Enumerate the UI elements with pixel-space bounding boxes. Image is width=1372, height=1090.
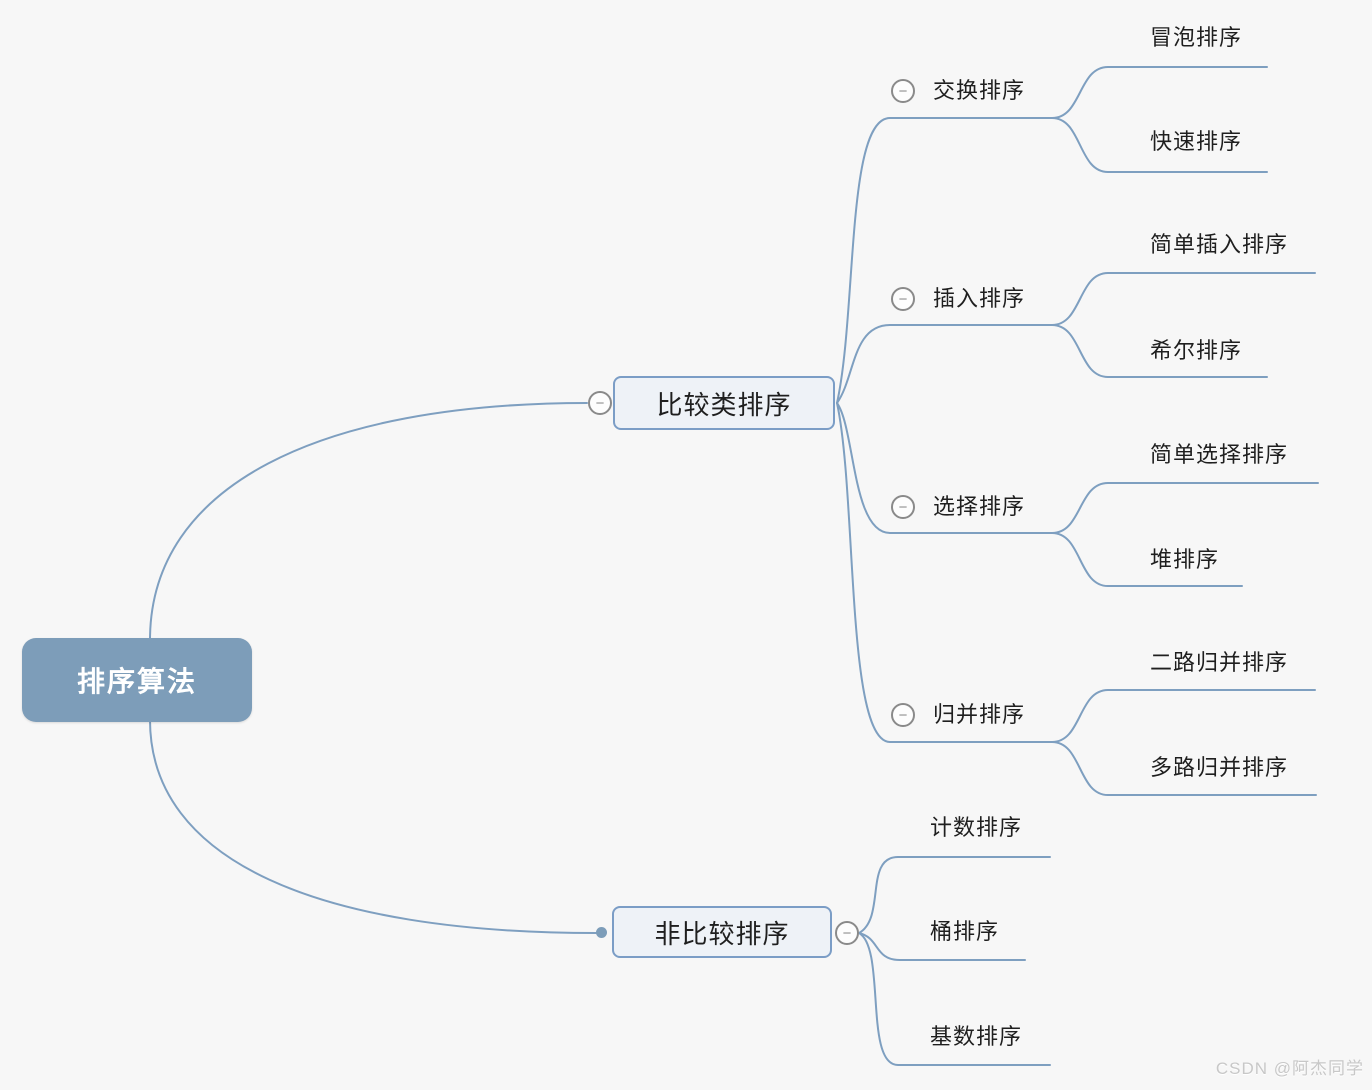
minus-glyph: − <box>595 394 605 412</box>
watermark-text: CSDN @阿杰同学 <box>1215 1059 1364 1078</box>
collapse-icon-noncomparison[interactable]: − <box>835 921 859 945</box>
collapse-icon-merge-sort[interactable]: − <box>891 703 915 727</box>
collapse-icon-insertion-sort[interactable]: − <box>891 287 915 311</box>
branch-connector-dot <box>596 927 607 938</box>
node-radix-sort[interactable]: 基数排序 <box>930 1024 1023 1049</box>
edge-noncomparison-to-radix <box>858 932 1051 1066</box>
collapse-icon-comparison[interactable]: − <box>588 391 612 415</box>
edge-root-to-comparison <box>149 402 588 641</box>
branch-node-label: 非比较排序 <box>654 918 790 949</box>
collapse-icon-exchange-sort[interactable]: − <box>891 79 915 103</box>
node-merge-sort[interactable]: 归并排序 <box>933 702 1026 727</box>
edge-merge-to-multiway <box>1051 741 1317 796</box>
edge-insertion-to-shell <box>1051 324 1268 378</box>
edge-exchange-to-quick <box>1051 117 1268 173</box>
node-multiway-merge-sort[interactable]: 多路归并排序 <box>1150 755 1289 780</box>
edge-noncomparison-to-bucket <box>858 932 1026 961</box>
node-simple-selection-sort[interactable]: 简单选择排序 <box>1150 442 1289 467</box>
edge-exchange-to-bubble <box>1051 66 1268 119</box>
node-selection-sort[interactable]: 选择排序 <box>933 494 1026 519</box>
node-shell-sort[interactable]: 希尔排序 <box>1150 338 1243 363</box>
branch-node-noncomparison-sort[interactable]: 非比较排序 <box>612 906 832 958</box>
node-simple-insertion-sort[interactable]: 简单插入排序 <box>1150 232 1289 257</box>
edge-noncomparison-to-counting <box>858 856 1051 934</box>
edge-root-to-noncomparison <box>149 719 597 934</box>
node-quick-sort[interactable]: 快速排序 <box>1150 129 1243 154</box>
edge-merge-to-twoway <box>1051 689 1316 743</box>
minus-glyph: − <box>898 290 908 308</box>
edge-selection-to-simple-select <box>1051 482 1319 534</box>
node-counting-sort[interactable]: 计数排序 <box>930 815 1023 840</box>
collapse-icon-selection-sort[interactable]: − <box>891 495 915 519</box>
minus-glyph: − <box>898 498 908 516</box>
minus-glyph: − <box>842 924 852 942</box>
minus-glyph: − <box>898 82 908 100</box>
node-bucket-sort[interactable]: 桶排序 <box>930 919 1000 944</box>
edge-insertion-to-simple-insert <box>1051 272 1316 326</box>
edge-comparison-to-insertion <box>836 324 1053 404</box>
edge-comparison-to-exchange <box>836 117 1053 404</box>
minus-glyph: − <box>898 706 908 724</box>
root-node-label: 排序算法 <box>76 666 197 697</box>
node-twoway-merge-sort[interactable]: 二路归并排序 <box>1150 650 1289 675</box>
branch-node-label: 比较类排序 <box>656 389 792 420</box>
edge-comparison-to-merge <box>836 402 1053 743</box>
node-heap-sort[interactable]: 堆排序 <box>1150 547 1220 572</box>
node-bubble-sort[interactable]: 冒泡排序 <box>1150 25 1243 50</box>
branch-node-comparison-sort[interactable]: 比较类排序 <box>613 376 835 430</box>
root-node-sorting-algorithms[interactable]: 排序算法 <box>22 638 252 722</box>
edge-selection-to-heap <box>1051 532 1243 587</box>
node-exchange-sort[interactable]: 交换排序 <box>933 78 1026 103</box>
node-insertion-sort[interactable]: 插入排序 <box>933 286 1026 311</box>
edge-comparison-to-selection <box>836 402 1053 534</box>
